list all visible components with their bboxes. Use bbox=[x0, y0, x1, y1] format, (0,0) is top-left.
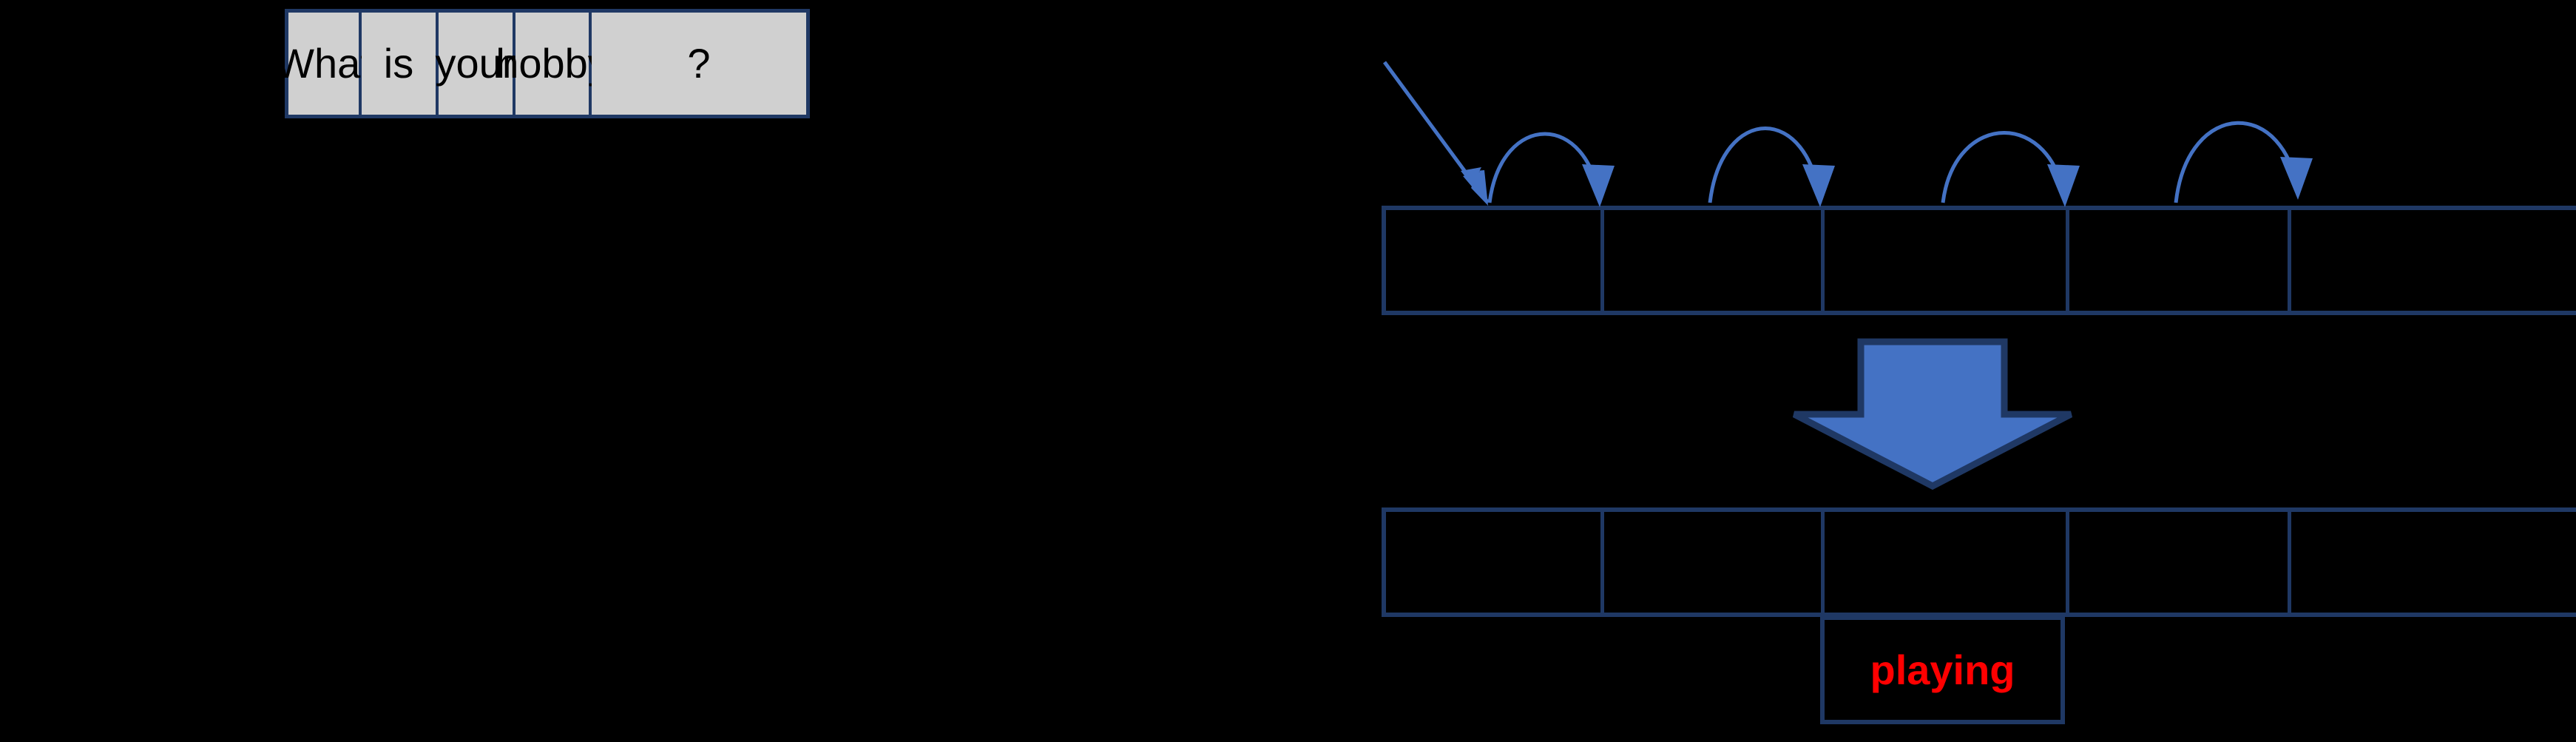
input-token-cell-4[interactable]: hobby bbox=[496, 13, 609, 115]
encoder-state-cell-1[interactable] bbox=[1386, 210, 1604, 311]
input-token-label: your bbox=[435, 40, 516, 87]
decoder-state-row bbox=[1382, 507, 2576, 617]
input-token-label: What bbox=[275, 40, 372, 87]
input-token-cell-5[interactable]: ? bbox=[592, 13, 806, 115]
encoder-state-cell-2[interactable] bbox=[1604, 210, 1825, 311]
decoder-state-cell-3[interactable] bbox=[1825, 512, 2069, 613]
input-token-label: ? bbox=[687, 40, 711, 87]
recurrent-hop-arrow bbox=[2174, 121, 2313, 203]
recurrent-hop-arrow bbox=[1941, 131, 2080, 207]
input-to-encoder-arrow bbox=[1382, 61, 1490, 206]
input-token-cell-2[interactable]: is bbox=[362, 13, 439, 115]
recurrent-hop-arrow bbox=[1708, 127, 1835, 207]
input-token-table: What is your hobby ? bbox=[275, 9, 810, 118]
input-token-cell-3[interactable]: your bbox=[435, 13, 516, 115]
encoder-state-cell-5[interactable] bbox=[2291, 210, 2576, 311]
input-token-cell-1[interactable]: What bbox=[275, 13, 372, 115]
decoder-state-cell-2[interactable] bbox=[1604, 512, 1825, 613]
input-token-label: hobby bbox=[496, 40, 609, 87]
decoder-state-cell-1[interactable] bbox=[1386, 512, 1604, 613]
encoder-state-cell-4[interactable] bbox=[2069, 210, 2291, 311]
encoder-to-decoder-block-arrow bbox=[1792, 338, 2073, 490]
decoder-state-cell-4[interactable] bbox=[2069, 512, 2291, 613]
predicted-word-cell[interactable]: playing bbox=[1820, 615, 2065, 724]
decoder-state-cell-5[interactable] bbox=[2291, 512, 2576, 613]
input-token-label: is bbox=[383, 40, 414, 87]
encoder-state-row bbox=[1382, 206, 2576, 315]
predicted-word-label: playing bbox=[1870, 646, 2015, 693]
recurrent-hop-arrow bbox=[1487, 132, 1615, 207]
encoder-state-cell-3[interactable] bbox=[1825, 210, 2069, 311]
